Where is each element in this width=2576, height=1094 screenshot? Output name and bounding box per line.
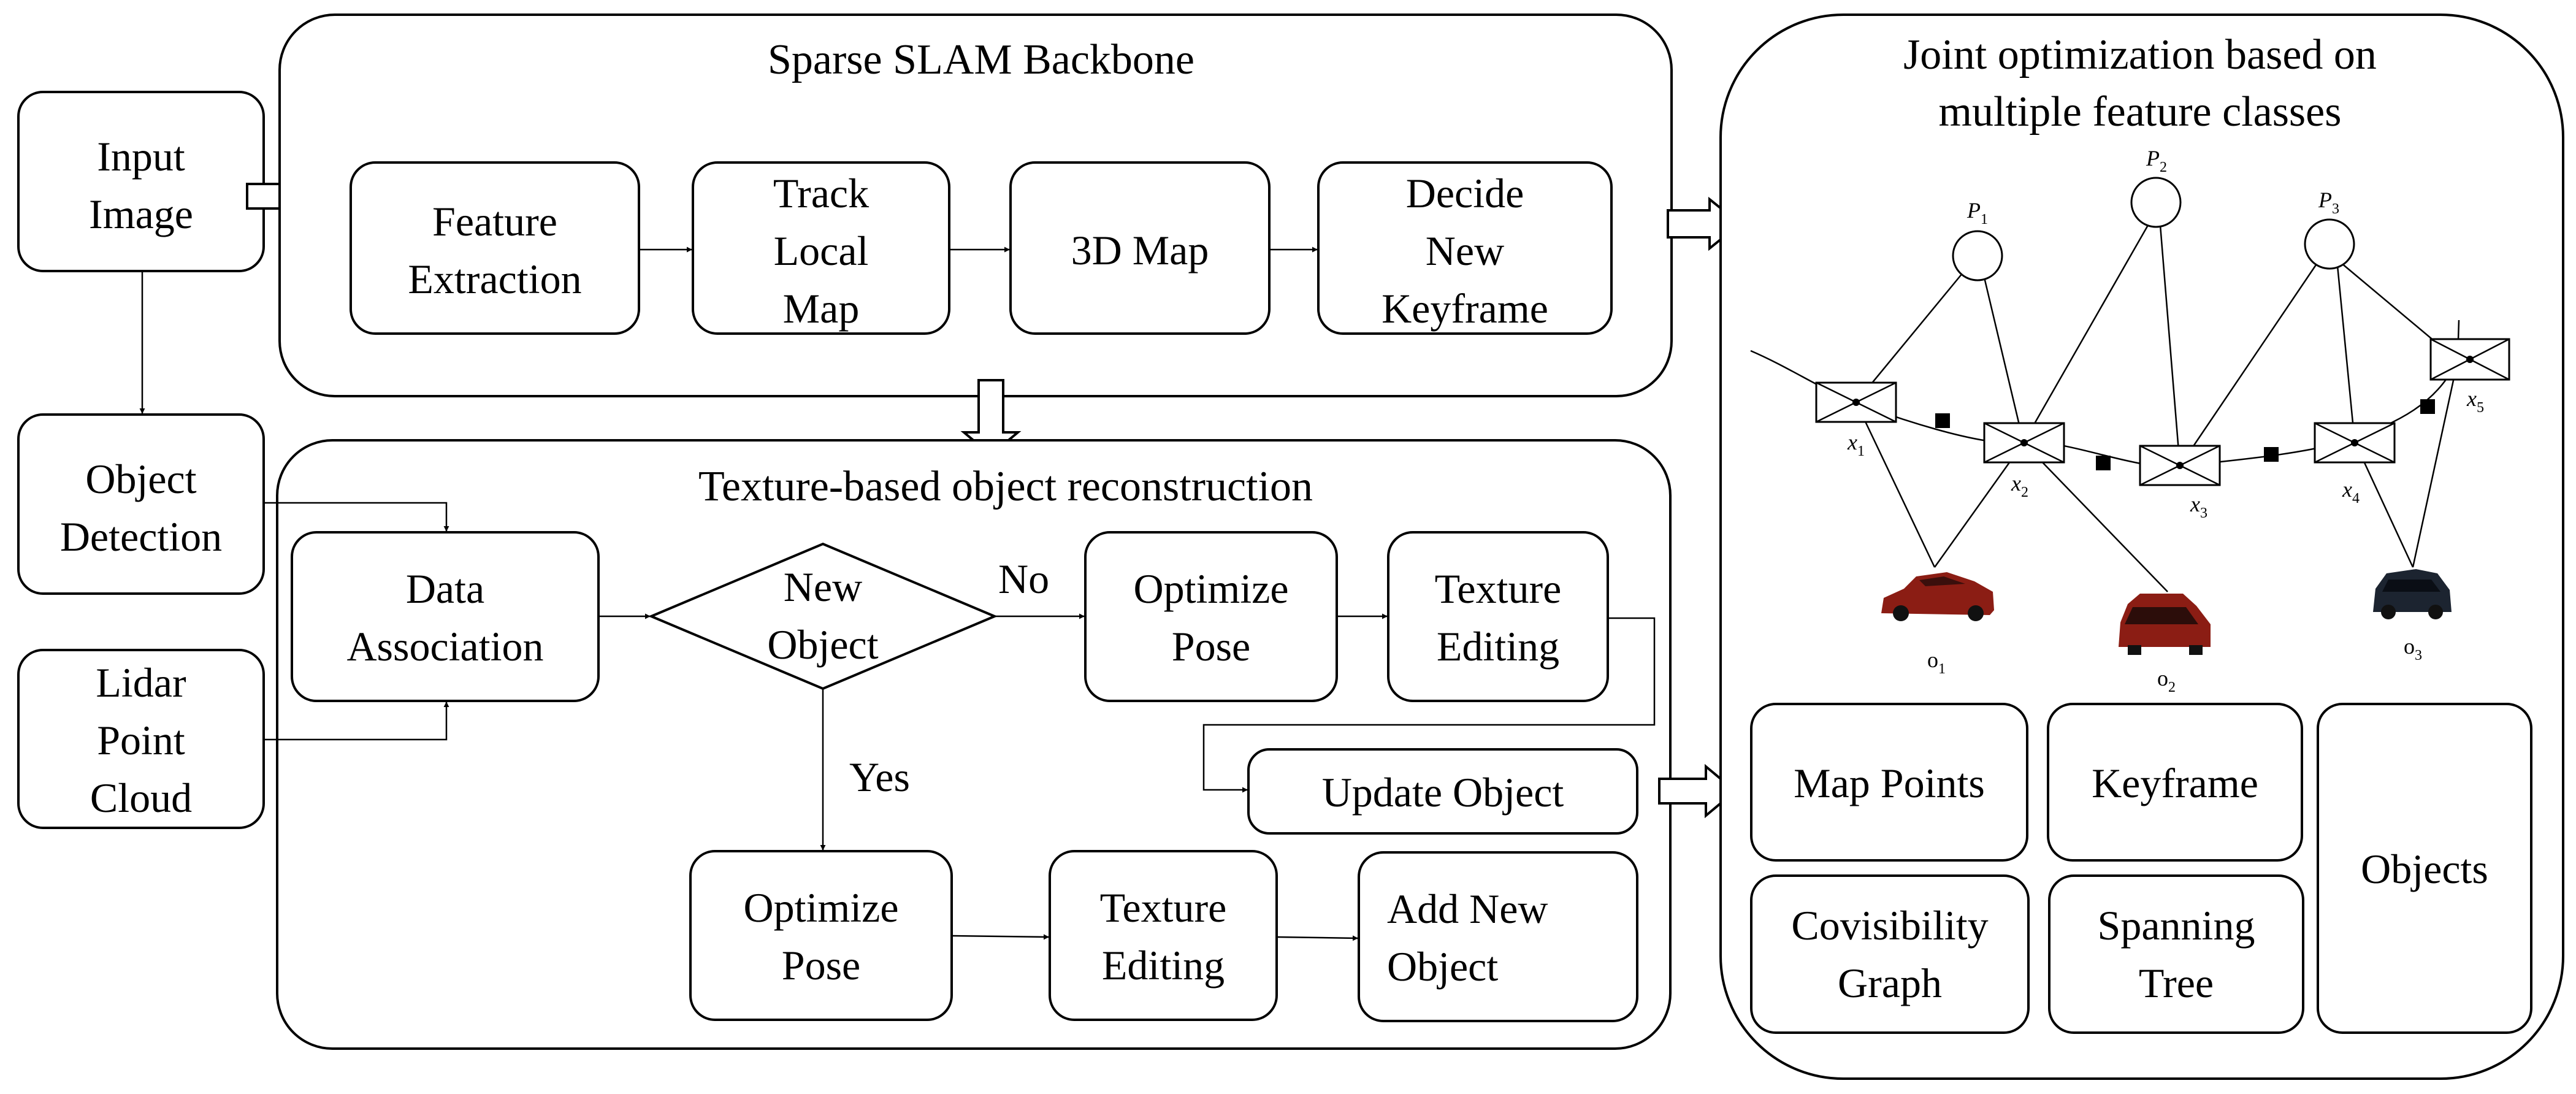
texture-editing-top-box: Texture Editing	[1387, 531, 1609, 702]
map-points-label: Map Points	[1794, 760, 1985, 806]
joint-title-line2: multiple feature classes	[1939, 88, 2342, 136]
map-point-p2	[2130, 177, 2182, 228]
label-p1: P1	[1966, 198, 1988, 228]
label-o3: o3	[2404, 634, 2422, 664]
map-points-box: Map Points	[1750, 703, 2028, 862]
lidar-label-line2: Point	[97, 717, 185, 763]
label-x5: x5	[2466, 386, 2484, 416]
texture-editing-bottom-box: Texture Editing	[1049, 850, 1278, 1021]
odometry-factor-1	[1935, 413, 1950, 428]
track-local-map-line2: Local	[774, 228, 869, 274]
track-local-map-box: Track Local Map	[692, 161, 950, 335]
data-association-line1: Data	[406, 565, 484, 612]
optimize-pose-top-line2: Pose	[1172, 623, 1250, 670]
new-object-line1: New	[784, 564, 862, 610]
decide-new-keyframe-box: Decide New Keyframe	[1317, 161, 1613, 335]
odometry-factor-4	[2420, 399, 2435, 414]
data-association-line2: Association	[346, 623, 543, 670]
update-object-box: Update Object	[1247, 748, 1638, 835]
reconstruction-title: Texture-based object reconstruction	[698, 463, 1313, 510]
feature-extraction-box: Feature Extraction	[350, 161, 640, 335]
new-object-decision: New Object	[648, 542, 998, 690]
input-image-label-line1: Input	[97, 133, 185, 180]
covisibility-line1: Covisibility	[1791, 902, 1988, 949]
car-object-o2	[2119, 594, 2211, 655]
object-detection-label-line1: Object	[85, 456, 196, 502]
feature-extraction-line2: Extraction	[408, 256, 581, 302]
keyframe-box: Keyframe	[2047, 703, 2303, 862]
optimize-pose-top-box: Optimize Pose	[1084, 531, 1338, 702]
arrow-lidar-to-association	[264, 702, 449, 741]
pose-x3	[2139, 445, 2221, 486]
lidar-point-cloud-box: Lidar Point Cloud	[17, 649, 265, 829]
car-object-o1	[1881, 572, 1994, 621]
decide-keyframe-line1: Decide	[1406, 170, 1524, 216]
arrow-texture-to-update	[1202, 617, 1656, 793]
texture-editing-bottom-line2: Editing	[1102, 942, 1225, 989]
label-x3: x3	[2190, 492, 2207, 521]
feature-extraction-line1: Feature	[432, 198, 557, 245]
add-new-object-line1: Add New	[1387, 886, 1548, 932]
update-object-label: Update Object	[1322, 769, 1564, 816]
add-new-object-line2: Object	[1387, 943, 1498, 990]
no-label: No	[998, 556, 1049, 602]
texture-editing-top-line1: Texture	[1435, 565, 1562, 612]
keyframe-label: Keyframe	[2092, 760, 2258, 806]
track-local-map-line3: Map	[783, 285, 860, 332]
track-local-map-line1: Track	[773, 170, 869, 216]
data-association-box: Data Association	[291, 531, 600, 702]
map-3d-label: 3D Map	[1071, 227, 1209, 274]
input-image-label-line2: Image	[89, 191, 193, 237]
covisibility-line2: Graph	[1838, 960, 1942, 1006]
lidar-label-line3: Cloud	[90, 775, 192, 821]
car-object-o3	[2373, 569, 2452, 619]
spanning-tree-line2: Tree	[2139, 960, 2214, 1006]
arrow-texture-to-add	[1276, 935, 1358, 941]
new-object-line2: Object	[767, 621, 878, 668]
label-o1: o1	[1927, 648, 1946, 677]
covisibility-graph-box: Covisibility Graph	[1750, 874, 2030, 1034]
object-detection-box: Object Detection	[17, 413, 265, 595]
map-point-p1	[1952, 230, 2003, 281]
factor-graph: P1 P2 P3 x1 x2 x3 x4 x5 o1 o2 o3	[1750, 146, 2510, 695]
objects-label: Objects	[2361, 846, 2488, 892]
input-image-box: Input Image	[17, 91, 265, 272]
slam-title: Sparse SLAM Backbone	[768, 36, 1194, 83]
odometry-factor-3	[2264, 447, 2279, 462]
label-o2: o2	[2157, 666, 2176, 695]
optimize-pose-bottom-line2: Pose	[782, 942, 860, 989]
pose-x4	[2314, 422, 2396, 464]
add-new-object-box: Add New Object	[1358, 851, 1638, 1022]
joint-title-line1: Joint optimization based on	[1903, 31, 2377, 78]
spanning-tree-line1: Spanning	[2098, 902, 2255, 949]
optimize-pose-bottom-line1: Optimize	[743, 884, 898, 931]
spanning-tree-box: Spanning Tree	[2048, 874, 2304, 1034]
texture-editing-top-line2: Editing	[1437, 623, 1559, 670]
decide-keyframe-line2: New	[1426, 228, 1504, 274]
decide-keyframe-line3: Keyframe	[1382, 285, 1548, 332]
label-x2: x2	[2011, 471, 2028, 500]
label-x1: x1	[1847, 430, 1865, 459]
arrow-detection-to-association	[264, 502, 449, 532]
object-detection-label-line2: Detection	[60, 513, 222, 560]
label-p2: P2	[2146, 146, 2167, 175]
label-x4: x4	[2342, 477, 2360, 507]
odometry-factor-2	[2096, 456, 2111, 470]
yes-label: Yes	[849, 754, 910, 800]
label-p3: P3	[2318, 188, 2339, 217]
map-point-p3	[2304, 218, 2355, 270]
arrow-pose-to-texture-bottom	[951, 934, 1049, 940]
lidar-label-line1: Lidar	[96, 659, 186, 706]
optimize-pose-top-line1: Optimize	[1133, 565, 1288, 612]
objects-box: Objects	[2317, 703, 2532, 1034]
map-3d-box: 3D Map	[1009, 161, 1271, 335]
texture-editing-bottom-line1: Texture	[1100, 884, 1227, 931]
optimize-pose-bottom-box: Optimize Pose	[689, 850, 953, 1021]
